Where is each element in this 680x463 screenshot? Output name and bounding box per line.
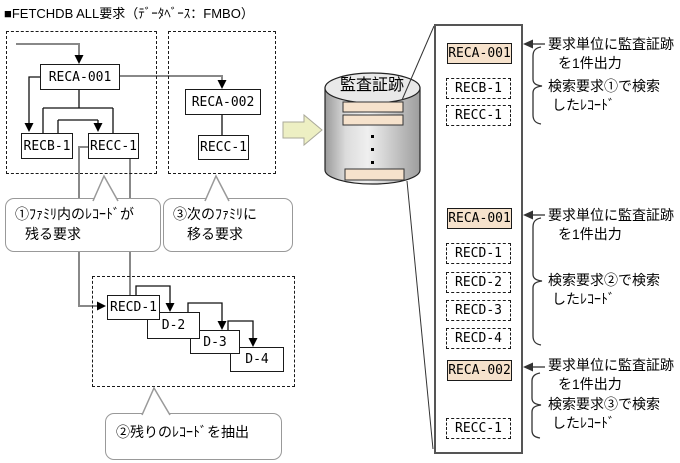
node-recc-1: RECC-1 bbox=[88, 133, 139, 159]
audit-record: RECC-1 bbox=[446, 105, 511, 126]
page-title: ■FETCHDB ALL要求（ﾃﾞｰﾀﾍﾞｰｽ：FMBO） bbox=[4, 6, 254, 21]
node-reca-002: RECA-002 bbox=[185, 89, 261, 115]
callout-family2-line2: 移る要求 bbox=[187, 226, 243, 242]
audit-record: RECA-001 bbox=[447, 43, 512, 64]
annotation-records-2: 検索要求②で検索 したﾚｺｰﾄﾞ bbox=[548, 272, 660, 307]
audit-record: RECD-3 bbox=[446, 300, 511, 321]
database-cylinder-icon: 監査証跡 bbox=[324, 72, 421, 185]
tree-arrowheads bbox=[24, 123, 103, 132]
callout-detail-family: ②残りのﾚｺｰﾄﾞを抽出 bbox=[105, 413, 282, 460]
audit-record: RECC-1 bbox=[446, 418, 511, 439]
annotation-output-3: 要求単位に監査証跡 を1件出力 bbox=[548, 357, 674, 392]
cylinder-record-bar bbox=[342, 101, 404, 113]
expansion-lines bbox=[401, 25, 435, 450]
block-arrow-icon bbox=[282, 113, 323, 147]
audit-record: RECA-001 bbox=[447, 208, 512, 229]
node-d-4: D-4 bbox=[230, 347, 284, 372]
family1-dashed-box bbox=[6, 31, 157, 174]
detail-family-dashed-box bbox=[92, 276, 295, 387]
flow-arrowheads bbox=[74, 55, 227, 311]
audit-record: RECD-1 bbox=[446, 243, 511, 264]
cascade-arrowheads bbox=[165, 303, 258, 347]
audit-record: RECD-4 bbox=[446, 328, 511, 349]
callout-family1-line2: 残る要求 bbox=[25, 226, 81, 242]
cylinder-record-bar bbox=[342, 114, 404, 126]
node-recd-1: RECD-1 bbox=[107, 295, 160, 320]
node-d-2: D-2 bbox=[147, 312, 200, 339]
audit-record: RECD-2 bbox=[446, 272, 511, 293]
annotation-arrows bbox=[523, 39, 545, 372]
node-reca-001: RECA-001 bbox=[40, 64, 120, 90]
annotation-output-2: 要求単位に監査証跡 を1件出力 bbox=[548, 207, 674, 242]
audit-record: RECB-1 bbox=[446, 78, 511, 99]
group-braces bbox=[531, 46, 543, 439]
callout-detail-family-line1: ②残りのﾚｺｰﾄﾞを抽出 bbox=[116, 424, 249, 440]
callout-family2-line1: ③次のﾌｧﾐﾘに bbox=[173, 206, 257, 222]
database-label: 監査証跡 bbox=[340, 76, 404, 94]
node-recc-1-family2: RECC-1 bbox=[198, 135, 249, 160]
family2-dashed-box bbox=[168, 31, 276, 174]
callout-family1-line1: ①ﾌｧﾐﾘ内のﾚｺｰﾄﾞが bbox=[15, 206, 134, 222]
audit-record: RECA-002 bbox=[447, 360, 512, 381]
callout-family2: ③次のﾌｧﾐﾘに 移る要求 bbox=[163, 198, 293, 252]
cascade-lines bbox=[135, 285, 254, 340]
callout-family1: ①ﾌｧﾐﾘ内のﾚｺｰﾄﾞが 残る要求 bbox=[5, 198, 161, 252]
annotation-records-3: 検索要求③で検索 したﾚｺｰﾄﾞ bbox=[548, 396, 660, 431]
annotation-output-1: 要求単位に監査証跡 を1件出力 bbox=[548, 36, 674, 71]
node-recb-1: RECB-1 bbox=[21, 133, 73, 159]
annotation-records-1: 検索要求①で検索 したﾚｺｰﾄﾞ bbox=[548, 78, 660, 113]
cylinder-record-bar bbox=[344, 168, 405, 181]
